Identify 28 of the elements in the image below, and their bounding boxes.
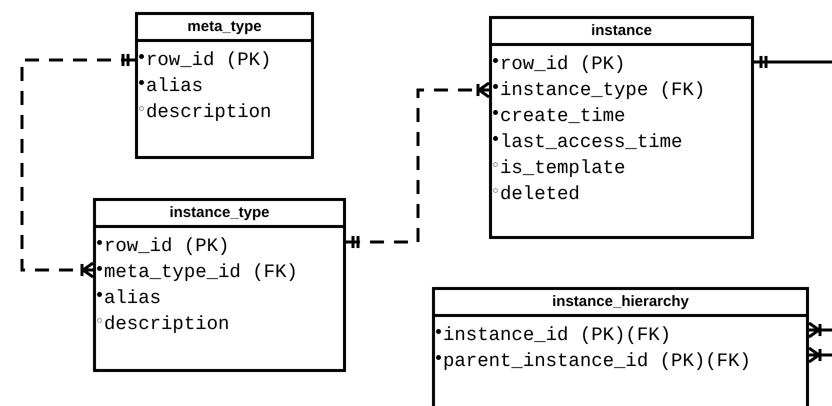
relationship-line: [754, 56, 832, 68]
entity-name: instance: [492, 19, 751, 46]
entity-name: meta_type: [138, 15, 311, 42]
entity-box: [93, 198, 346, 372]
entity-name: instance_hierarchy: [435, 290, 806, 317]
attribute-name: instance_type (FK): [500, 79, 706, 101]
attribute-name: row_id (PK): [104, 235, 230, 257]
entity-box: [135, 12, 314, 159]
attribute-name: alias: [104, 287, 162, 309]
entity-box: [489, 16, 754, 239]
attribute-name: row_id (PK): [146, 49, 272, 71]
relationship-line: [808, 346, 832, 364]
attribute-name: deleted: [500, 183, 580, 205]
relationship-line: [808, 322, 832, 338]
relationship-line: [346, 82, 490, 248]
entity-name: instance_type: [96, 201, 343, 228]
attribute-name: is_template: [500, 157, 626, 179]
attribute-name: instance_id (PK)(FK): [443, 324, 672, 346]
attribute-name: last_access_time: [500, 131, 682, 153]
entity-box: [432, 287, 809, 406]
attribute-name: meta_type_id (FK): [104, 261, 298, 283]
attribute-name: create_time: [500, 105, 626, 127]
attribute-name: parent_instance_id (PK)(FK): [443, 350, 751, 372]
attribute-name: alias: [146, 75, 204, 97]
attribute-name: description: [146, 101, 272, 123]
attribute-name: description: [104, 313, 230, 335]
relationship-line: [20, 54, 135, 278]
attribute-name: row_id (PK): [500, 53, 626, 75]
